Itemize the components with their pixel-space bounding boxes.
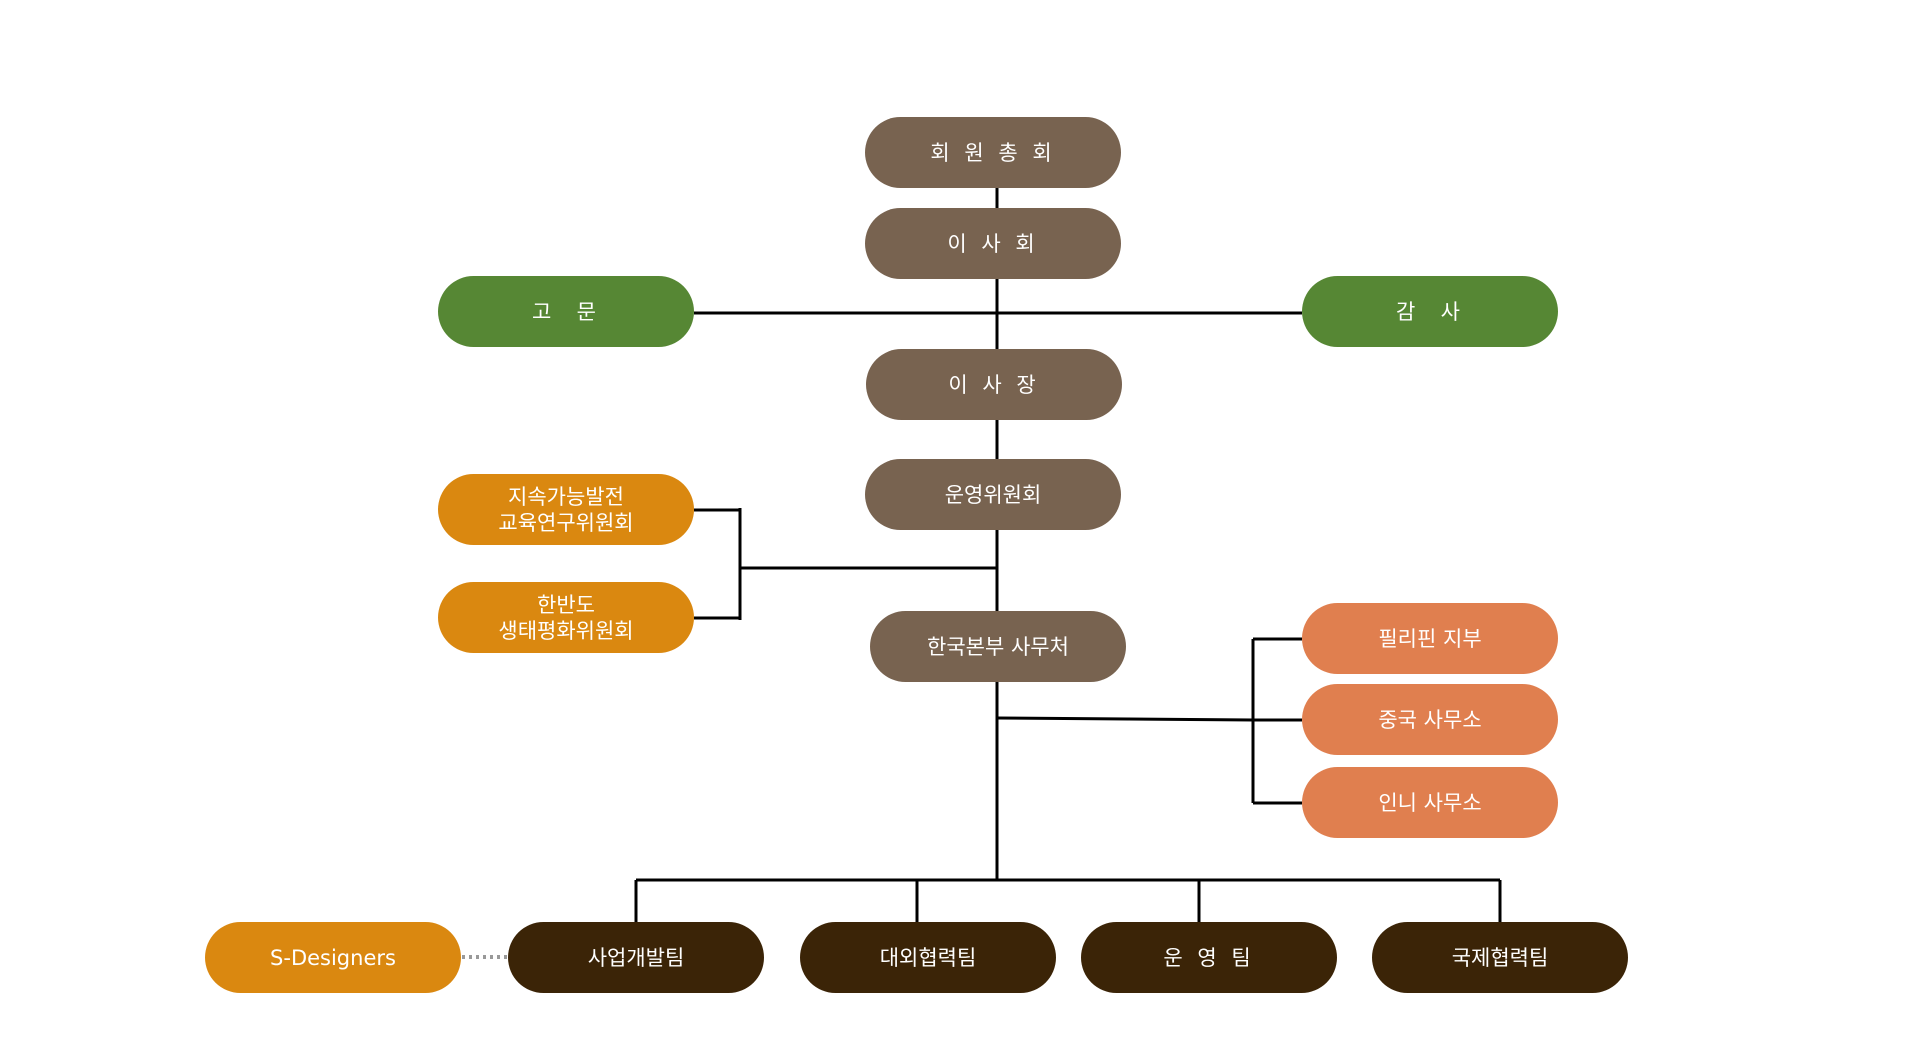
- connector-spine-overseas: [996, 716, 1254, 722]
- node-board: 이 사 회: [865, 208, 1121, 279]
- node-label: 이 사 장: [948, 372, 1040, 397]
- node-label-line2: 교육연구위원회: [498, 510, 634, 535]
- node-label: 대외협력팀: [879, 945, 977, 970]
- node-label: 사업개발팀: [587, 945, 685, 970]
- node-secretariat: 한국본부 사무처: [870, 611, 1126, 682]
- node-label: 한국본부 사무처: [927, 634, 1069, 659]
- node-label: 이 사 회: [947, 231, 1039, 256]
- node-advisor: 고 문: [438, 276, 694, 347]
- node-label: 인니 사무소: [1378, 790, 1482, 815]
- node-label: S-Designers: [270, 945, 396, 970]
- node-team-business-development: 사업개발팀: [508, 922, 764, 993]
- node-label: 감 사: [1396, 299, 1464, 324]
- node-label: 운 영 팀: [1163, 945, 1255, 970]
- node-partner-s-designers: S-Designers: [205, 922, 461, 993]
- node-committee-korean-peninsula: 한반도 생태평화위원회: [438, 582, 694, 653]
- node-chairman: 이 사 장: [866, 349, 1122, 420]
- node-label: 국제협력팀: [1451, 945, 1549, 970]
- node-office-indonesia: 인니 사무소: [1302, 767, 1558, 838]
- node-team-operations: 운 영 팀: [1081, 922, 1337, 993]
- node-team-international-cooperation: 국제협력팀: [1372, 922, 1628, 993]
- node-steering-committee: 운영위원회: [865, 459, 1121, 530]
- node-label: 필리핀 지부: [1378, 626, 1482, 651]
- node-label: 회 원 총 회: [930, 140, 1056, 165]
- node-office-philippines: 필리핀 지부: [1302, 603, 1558, 674]
- node-team-external-cooperation: 대외협력팀: [800, 922, 1056, 993]
- node-label: 중국 사무소: [1378, 707, 1482, 732]
- node-general-assembly: 회 원 총 회: [865, 117, 1121, 188]
- node-label-line1: 한반도: [537, 592, 595, 617]
- node-label: 운영위원회: [944, 482, 1042, 507]
- node-auditor: 감 사: [1302, 276, 1558, 347]
- node-committee-sustainable-development: 지속가능발전 교육연구위원회: [438, 474, 694, 545]
- node-label: 고 문: [532, 299, 600, 324]
- node-label-line1: 지속가능발전: [508, 484, 624, 509]
- node-label-line2: 생태평화위원회: [498, 618, 634, 643]
- node-office-china: 중국 사무소: [1302, 684, 1558, 755]
